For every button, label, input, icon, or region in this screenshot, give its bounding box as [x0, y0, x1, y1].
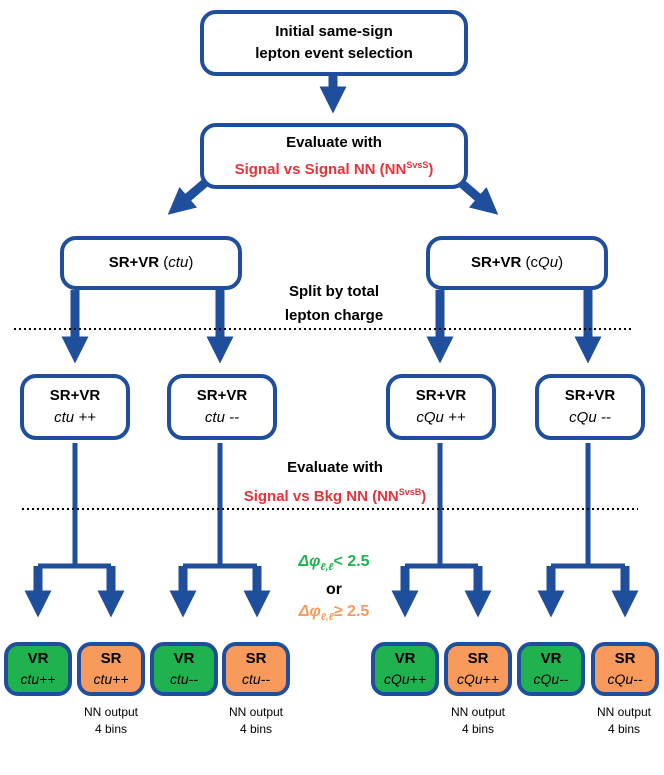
branch-cqu-sr-vr: SR+VR [470, 254, 522, 271]
charge-box-sub: ctu -- [204, 409, 240, 426]
leaf-vr-ctu-mm: VR ctu-- [150, 642, 218, 696]
evaluate-svss-text: Signal vs Signal NN (NN [234, 160, 407, 178]
arrow-to-left-branch [167, 178, 209, 215]
condition-green-rest: < 2.5 [333, 553, 370, 570]
nn-output-line2: 4 bins [239, 722, 273, 736]
leaf-sub: ctu-- [242, 671, 270, 687]
nn-output-line2: 4 bins [94, 722, 128, 736]
branch-cqu-open: (c [521, 254, 539, 271]
evaluate-svss-box: Evaluate with Signal vs Signal NN (NNSvs… [200, 123, 468, 189]
fork-cqu-pp [405, 443, 478, 569]
evaluate-svsb-sup: SvsB [398, 487, 422, 497]
charge-box-cqu-pp: SR+VR cQu ++ [386, 374, 496, 440]
split-text-line1: Split by total [289, 283, 379, 300]
charge-box-sub: cQu -- [569, 409, 611, 426]
branch-ctu-open: ( [159, 254, 169, 271]
initial-selection-line2: lepton event selection [255, 45, 413, 62]
branch-ctu-sr-vr: SR+VR [108, 254, 160, 271]
nn-output-line1: NN output [450, 705, 506, 719]
leaf-title: SR [614, 650, 636, 667]
evaluate-svsb-text-main: Signal vs Bkg NN (NN [243, 488, 399, 505]
leaf-title: VR [394, 650, 416, 667]
leaf-sub: cQu++ [456, 671, 500, 687]
evaluate-svsb-close: ) [421, 488, 427, 505]
branch-ctu-label: SR+VR (ctu) [109, 252, 194, 274]
condition-orange-sub: ℓ,ℓ [320, 612, 334, 624]
condition-green-phi: Δφ [298, 553, 321, 570]
nn-output-line1: NN output [596, 705, 652, 719]
leaf-title: SR [467, 650, 489, 667]
branch-cqu-box: SR+VR (cQu) [426, 236, 608, 290]
nn-output-line2: 4 bins [461, 722, 495, 736]
leaf-sr-ctu-pp: SR ctu++ [77, 642, 145, 696]
leaf-sub: ctu++ [93, 671, 129, 687]
branch-cqu-close: ) [558, 254, 564, 271]
nn-output-caption-1: NN output 4 bins [72, 704, 150, 738]
leaf-title: SR [100, 650, 122, 667]
charge-box-cqu-mm: SR+VR cQu -- [535, 374, 645, 440]
condition-green-sub: ℓ,ℓ [320, 562, 334, 574]
condition-orange-phi: Δφ [298, 603, 321, 621]
leaf-title: SR [245, 650, 267, 667]
condition-or: or [326, 581, 342, 599]
fork-ctu-pp [38, 443, 111, 569]
leaf-sub: ctu-- [170, 671, 198, 687]
evaluate-svss-line2: Signal vs Signal NN (NNSvsS) [235, 154, 434, 181]
evaluate-svsb-text: Evaluate with Signal vs Bkg NN (NNSvsB) [210, 456, 460, 509]
branch-cqu-label: SR+VR (cQu) [471, 252, 563, 274]
evaluate-svss-close: ) [428, 160, 434, 178]
charge-box-title: SR+VR [49, 387, 101, 404]
condition-text: Δφℓ,ℓ< 2.5 or Δφℓ,ℓ≥ 2.5 [272, 551, 396, 629]
split-text: Split by total lepton charge [234, 280, 434, 328]
nn-output-caption-3: NN output 4 bins [439, 704, 517, 738]
charge-box-title: SR+VR [196, 387, 248, 404]
charge-box-title: SR+VR [415, 387, 467, 404]
charge-box-sub: cQu ++ [416, 409, 466, 426]
leaf-sr-ctu-mm: SR ctu-- [222, 642, 290, 696]
condition-green: Δφℓ,ℓ< 2.5 [272, 551, 396, 579]
branch-ctu-close: ) [188, 254, 194, 271]
nn-output-line1: NN output [83, 705, 139, 719]
nn-output-line2: 4 bins [607, 722, 641, 736]
leaf-sub: cQu++ [383, 671, 427, 687]
fork-cqu-mm [551, 443, 625, 569]
fork-ctu-mm [183, 443, 257, 569]
charge-box-title: SR+VR [564, 387, 616, 404]
leaf-sr-cqu-mm: SR cQu-- [591, 642, 659, 696]
charge-box-ctu-pp: SR+VR ctu ++ [20, 374, 130, 440]
branch-ctu-model: ctu [168, 254, 189, 271]
nn-output-line1: NN output [228, 705, 284, 719]
leaf-title: VR [27, 650, 49, 667]
nn-output-caption-4: NN output 4 bins [585, 704, 663, 738]
condition-orange: Δφℓ,ℓ≥ 2.5 [272, 601, 396, 629]
evaluate-svss-line1: Evaluate with [286, 133, 382, 151]
leaf-sub: cQu-- [533, 671, 569, 687]
leaf-sub: cQu-- [607, 671, 643, 687]
leaf-sub: ctu++ [20, 671, 56, 687]
initial-selection-box: Initial same-sign lepton event selection [200, 10, 468, 76]
charge-box-ctu-mm: SR+VR ctu -- [167, 374, 277, 440]
arrow-to-right-branch [457, 178, 499, 215]
split-text-line2: lepton charge [284, 307, 384, 324]
leaf-vr-cqu-mm: VR cQu-- [517, 642, 585, 696]
condition-orange-rest: ≥ 2.5 [333, 603, 370, 621]
leaf-title: VR [540, 650, 562, 667]
nn-output-caption-2: NN output 4 bins [217, 704, 295, 738]
branch-cqu-model: Qu [538, 254, 559, 271]
evaluate-svss-sup: SvsS [406, 159, 429, 170]
leaf-sr-cqu-pp: SR cQu++ [444, 642, 512, 696]
branch-ctu-box: SR+VR (ctu) [60, 236, 242, 290]
initial-selection-line1: Initial same-sign [275, 23, 393, 40]
charge-box-sub: ctu ++ [54, 409, 96, 426]
evaluate-svsb-line2: Signal vs Bkg NN (NNSvsB) [210, 480, 460, 509]
leaf-title: VR [173, 650, 195, 667]
evaluate-svsb-line1: Evaluate with [287, 459, 383, 476]
leaf-vr-ctu-pp: VR ctu++ [4, 642, 72, 696]
leaf-vr-cqu-pp: VR cQu++ [371, 642, 439, 696]
